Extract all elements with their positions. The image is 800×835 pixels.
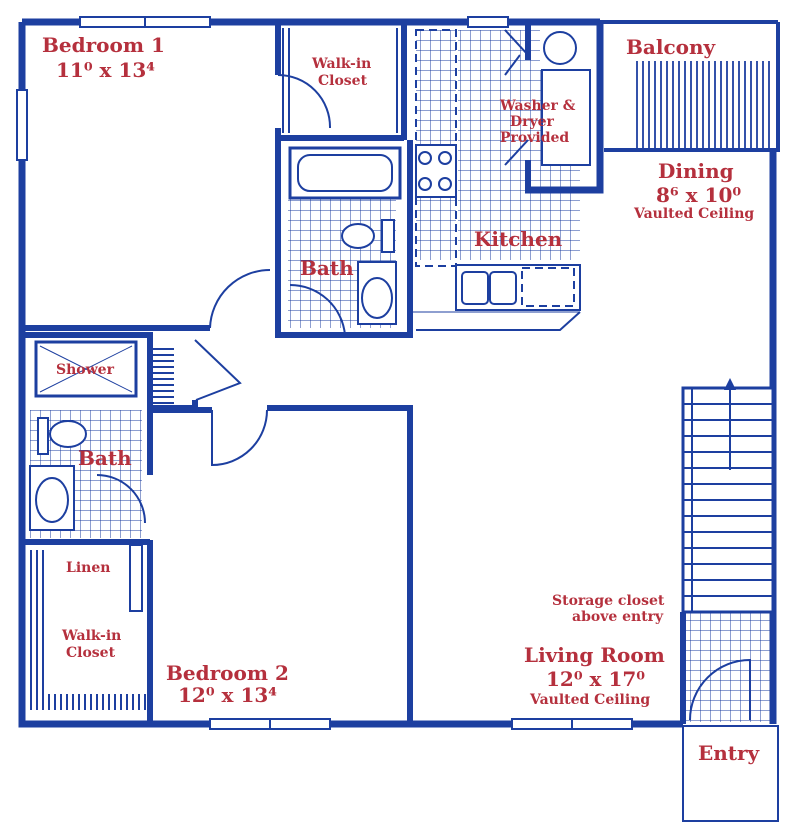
laundry-line3: Provided: [500, 130, 569, 146]
bath-2: [22, 332, 195, 545]
shower-name: Shower: [56, 362, 115, 378]
bedroom2-walls: [150, 405, 413, 724]
living-note: Vaulted Ceiling: [529, 692, 650, 708]
linen-name: Linen: [66, 560, 110, 576]
bath-1: [275, 138, 413, 338]
dining-dims: 8⁶ x 10⁰: [656, 183, 741, 207]
staircase: [680, 378, 775, 724]
laundry: [504, 22, 591, 192]
storage-line2: above entry: [572, 609, 664, 625]
living-name: Living Room: [524, 643, 665, 667]
kitchen: [410, 29, 581, 331]
walkin-closet-1: [278, 22, 407, 141]
dining-name: Dining: [658, 159, 734, 183]
bath2-name: Bath: [78, 446, 132, 470]
kitchen-name: Kitchen: [474, 227, 563, 251]
laundry-line1: Washer &: [499, 98, 576, 114]
living-dims: 12⁰ x 17⁰: [546, 667, 645, 691]
walkin2-line2: Closet: [66, 645, 116, 661]
bath1-name: Bath: [300, 256, 354, 280]
walkin1-line2: Closet: [318, 73, 368, 89]
balcony: [604, 22, 780, 152]
windows: [16, 16, 633, 730]
walkin2-line1: Walk-in: [61, 628, 121, 644]
hallway-doors: [192, 339, 268, 467]
balcony-name: Balcony: [626, 35, 717, 59]
bedroom1-dims: 11⁰ x 13⁴: [56, 58, 155, 82]
laundry-line2: Dryer: [510, 114, 555, 130]
bedroom2-dims: 12⁰ x 13⁴: [178, 683, 277, 707]
bedroom2-name: Bedroom 2: [166, 661, 289, 685]
entry-name: Entry: [698, 741, 761, 765]
bedroom1-name: Bedroom 1: [42, 33, 165, 57]
entry-landing: [682, 725, 779, 822]
walkin1-line1: Walk-in: [311, 56, 371, 72]
storage-line1: Storage closet: [552, 593, 665, 609]
walkin-closet-2: [28, 540, 153, 724]
dining-note: Vaulted Ceiling: [633, 206, 754, 222]
